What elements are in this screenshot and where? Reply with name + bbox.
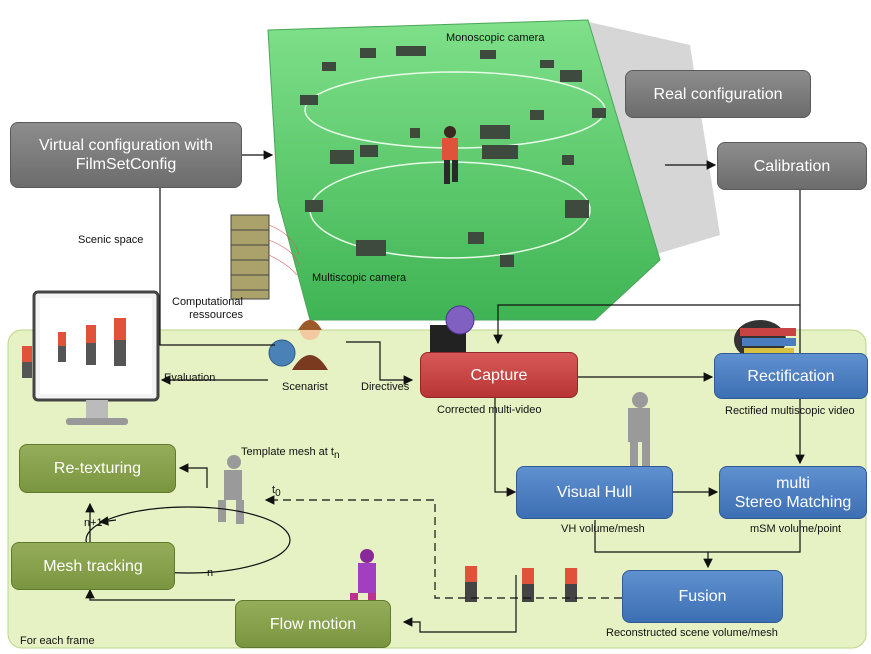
rectification-box: Rectification: [714, 353, 868, 399]
resource-wires: [268, 224, 300, 276]
multiscopic-camera-label: Multiscopic camera: [312, 272, 407, 284]
visual-hull-box: Visual Hull: [516, 466, 673, 519]
tracking-loop: [85, 506, 291, 574]
for-each-frame-label: For each frame: [20, 635, 95, 647]
camera-icon: [300, 46, 606, 267]
fusion-box: Fusion: [622, 570, 783, 623]
connectors: [85, 150, 805, 633]
vh-volume-label: VH volume/mesh: [561, 523, 645, 535]
scenarist-label: Scenarist: [282, 381, 328, 393]
capture-box: Capture: [420, 352, 578, 398]
template-mesh-label: Template mesh at tn: [241, 446, 340, 462]
msm-volume-label: mSM volume/point: [750, 523, 842, 535]
t0-label: t0: [272, 484, 281, 500]
flow-motion-box: Flow motion: [235, 600, 391, 648]
stereo-matching-box: multi Stereo Matching: [719, 466, 867, 519]
virtual-config-box: Virtual configuration with FilmSetConfig: [10, 122, 242, 188]
n-label: n: [207, 567, 214, 579]
calibration-box: Calibration: [717, 142, 867, 190]
corrected-multi-video-label: Corrected multi-video: [437, 404, 542, 416]
monitor-icon: [32, 290, 160, 425]
monoscopic-camera-label: Monoscopic camera: [446, 32, 545, 44]
scenic-space-label: Scenic space: [78, 234, 144, 246]
reconstructed-scene-label: Reconstructed scene volume/mesh: [606, 627, 778, 639]
film-reel-icon: [430, 305, 475, 353]
mesh-tracking-box: Mesh tracking: [11, 542, 175, 590]
rectified-video-label: Rectified multiscopic video: [725, 405, 855, 417]
film-strips-icon: [734, 320, 796, 360]
person-icon: [22, 346, 32, 378]
scenarist-icon: [268, 320, 328, 370]
server-rack-icon: [230, 214, 270, 300]
n-plus-1-label: n+1: [84, 517, 103, 529]
retexturing-box: Re-texturing: [19, 444, 176, 493]
real-config-box: Real configuration: [625, 70, 811, 118]
computational-resources-label: Computational ressources: [172, 296, 243, 321]
evaluation-label: Evaluation: [164, 372, 216, 384]
directives-label: Directives: [361, 381, 410, 393]
actor-person-icon: [442, 126, 458, 184]
